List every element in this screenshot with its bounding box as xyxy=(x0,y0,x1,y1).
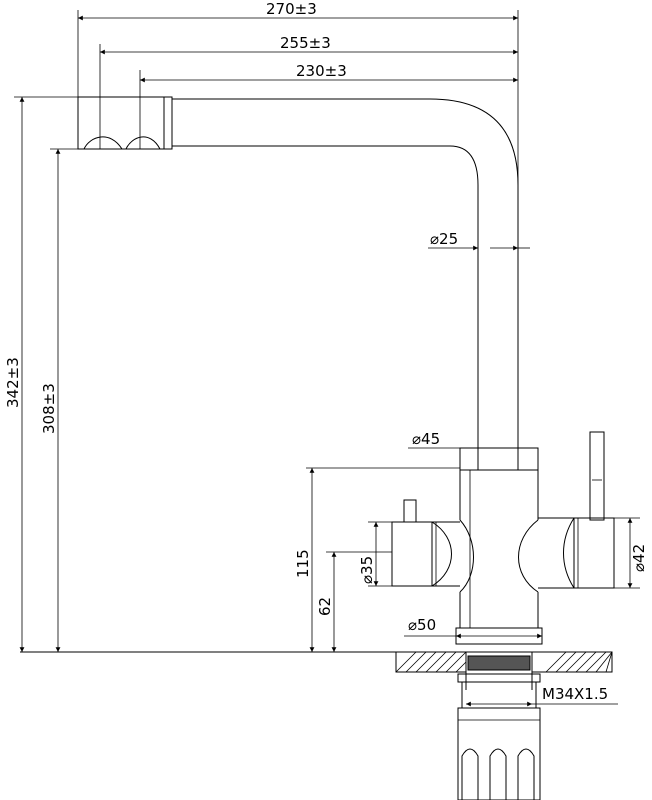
hatch-line xyxy=(565,651,587,673)
faucet-body xyxy=(455,447,543,645)
left-handle xyxy=(391,499,460,587)
dimension-lines xyxy=(14,10,640,707)
hatch-line xyxy=(405,651,427,673)
hatch-line xyxy=(425,651,447,673)
spout xyxy=(77,96,519,470)
label-handle-axis-height: 62 xyxy=(316,597,334,616)
hatch-line xyxy=(395,651,417,673)
hatch-line xyxy=(435,651,457,673)
hatch-line xyxy=(555,651,577,673)
label-middle-reach: 255±3 xyxy=(280,34,331,52)
aerator-head xyxy=(77,96,165,150)
label-right-handle-diameter: ⌀42 xyxy=(630,544,648,572)
label-body-diameter: ⌀45 xyxy=(412,430,440,448)
label-outlet-height: 308±3 xyxy=(40,383,58,434)
mounting-nut xyxy=(457,707,541,800)
hatch-line xyxy=(585,651,607,673)
mounting-shank xyxy=(457,651,541,800)
spout-pipe xyxy=(172,98,519,470)
label-base-diameter: ⌀50 xyxy=(408,616,436,634)
dimension-labels: 270±3 255±3 230±3 ⌀25 342±3 308±3 ⌀45 11… xyxy=(4,0,648,703)
label-thread: M34X1.5 xyxy=(542,685,608,703)
label-overall-reach: 270±3 xyxy=(266,0,317,18)
label-pipe-diameter: ⌀25 xyxy=(430,230,458,248)
thread-section xyxy=(467,655,531,671)
hatch-line xyxy=(595,651,613,673)
left-handle-knob xyxy=(403,499,417,523)
label-overall-height: 342±3 xyxy=(4,357,22,408)
top-collar xyxy=(459,447,539,471)
right-handle xyxy=(538,431,615,589)
hatch-line xyxy=(545,651,567,673)
hatch-line xyxy=(415,651,437,673)
right-handle-lever xyxy=(589,431,605,521)
label-left-handle-diameter: ⌀35 xyxy=(358,556,376,584)
hatch-line xyxy=(575,651,597,673)
hatch-line xyxy=(445,651,467,673)
label-body-height: 115 xyxy=(294,549,312,578)
label-short-reach: 230±3 xyxy=(296,62,347,80)
hatch-line xyxy=(605,651,613,673)
countertop-section xyxy=(20,651,613,673)
